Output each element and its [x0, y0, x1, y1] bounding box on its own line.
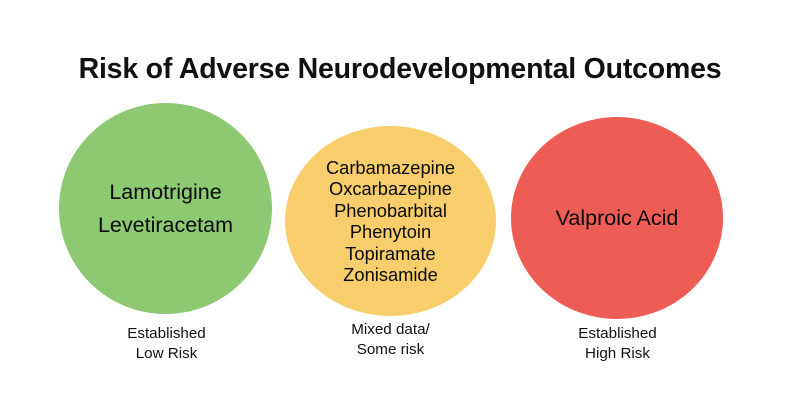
drug-label: Oxcarbazepine — [329, 178, 452, 199]
caption-line: Low Risk — [135, 345, 198, 362]
drug-label: Levetiracetam — [97, 212, 234, 237]
caption-line: High Risk — [585, 345, 650, 362]
caption-line: Established — [127, 325, 206, 342]
caption-line: Mixed data/ — [351, 321, 430, 338]
mixed-risk-caption: Mixed data/ Some risk — [303, 320, 478, 360]
caption-line: Established — [578, 325, 657, 342]
drug-label: Valproic Acid — [555, 206, 679, 230]
low-risk-bubble[interactable]: Lamotrigine Levetiracetam — [59, 103, 272, 314]
figure-title: Risk of Adverse Neurodevelopmental Outco… — [78, 53, 722, 85]
high-risk-drug-list: Valproic Acid — [511, 203, 723, 233]
low-risk-drug-list: Lamotrigine Levetiracetam — [59, 176, 272, 242]
mixed-risk-bubble[interactable]: Carbamazepine Oxcarbazepine Phenobarbita… — [285, 126, 496, 316]
high-risk-bubble[interactable]: Valproic Acid — [511, 117, 723, 319]
mixed-risk-drug-list: Carbamazepine Oxcarbazepine Phenobarbita… — [285, 157, 496, 286]
risk-group-low: Lamotrigine Levetiracetam Established Lo… — [0, 0, 330, 400]
high-risk-caption: Established High Risk — [530, 324, 705, 364]
drug-label: Topiramate — [345, 242, 436, 264]
drug-label: Carbamazepine — [325, 156, 456, 178]
drug-label: Lamotrigine — [109, 179, 222, 204]
drug-label: Phenytoin — [349, 221, 432, 242]
drug-label: Zonisamide — [343, 264, 438, 285]
drug-label: Phenobarbital — [334, 199, 447, 221]
caption-line: Some risk — [356, 341, 425, 358]
low-risk-caption: Established Low Risk — [79, 324, 254, 364]
